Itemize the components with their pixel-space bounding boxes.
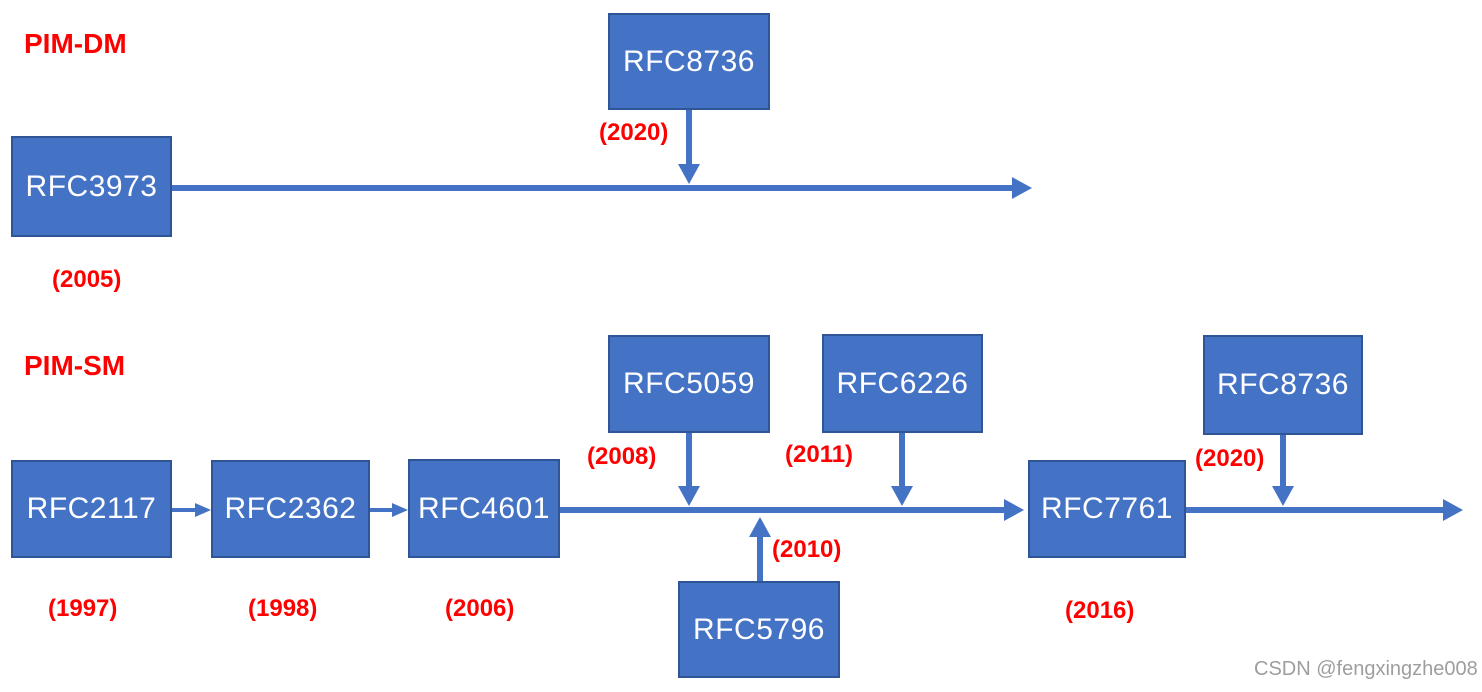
node-dm-rfc8736: RFC8736	[608, 13, 770, 110]
year-label-sm-rfc4601: (2006)	[445, 595, 515, 622]
dm-rfc8736-down-arrow	[678, 110, 700, 184]
year-label-sm-rfc5059: (2008)	[587, 443, 657, 470]
section-label-pim-dm: PIM-DM	[24, 28, 127, 59]
sm-rfc5059-down-arrow	[678, 433, 700, 506]
sm-rfc2117-rfc2362-arrow	[172, 503, 211, 517]
year-label-sm-rfc6226: (2011)	[785, 441, 854, 468]
year-label-sm-rfc2117: (1997)	[48, 595, 118, 622]
node-sm-rfc5796: RFC5796	[678, 581, 840, 678]
year-label-sm-rfc8736: (2020)	[1195, 445, 1265, 472]
sm-timeline-arrow-left	[560, 499, 1024, 521]
node-sm-rfc5059: RFC5059	[608, 335, 770, 433]
dm-timeline-arrow	[172, 177, 1032, 199]
year-label-sm-rfc2362: (1998)	[248, 595, 318, 622]
year-label-sm-rfc5796: (2010)	[772, 536, 842, 563]
sm-rfc6226-down-arrow	[891, 433, 913, 506]
node-sm-rfc2362: RFC2362	[211, 460, 370, 558]
section-label-pim-sm: PIM-SM	[24, 350, 126, 381]
node-sm-rfc6226: RFC6226	[822, 334, 983, 433]
node-sm-rfc7761: RFC7761	[1028, 460, 1186, 558]
watermark: CSDN @fengxingzhe008	[1254, 658, 1478, 680]
sm-rfc5796-up-arrow	[749, 517, 771, 581]
year-label-dm-rfc8736: (2020)	[599, 119, 669, 146]
year-label-dm-rfc3973: (2005)	[52, 266, 122, 293]
sm-rfc8736-down-arrow	[1272, 435, 1294, 506]
year-label-sm-rfc7761: (2016)	[1065, 597, 1135, 624]
node-dm-rfc3973: RFC3973	[11, 136, 172, 237]
node-sm-rfc2117: RFC2117	[11, 460, 172, 558]
node-sm-rfc4601: RFC4601	[408, 459, 560, 558]
node-sm-rfc8736: RFC8736	[1203, 335, 1363, 435]
sm-timeline-arrow-right	[1186, 499, 1463, 521]
sm-rfc2362-rfc4601-arrow	[370, 503, 408, 517]
